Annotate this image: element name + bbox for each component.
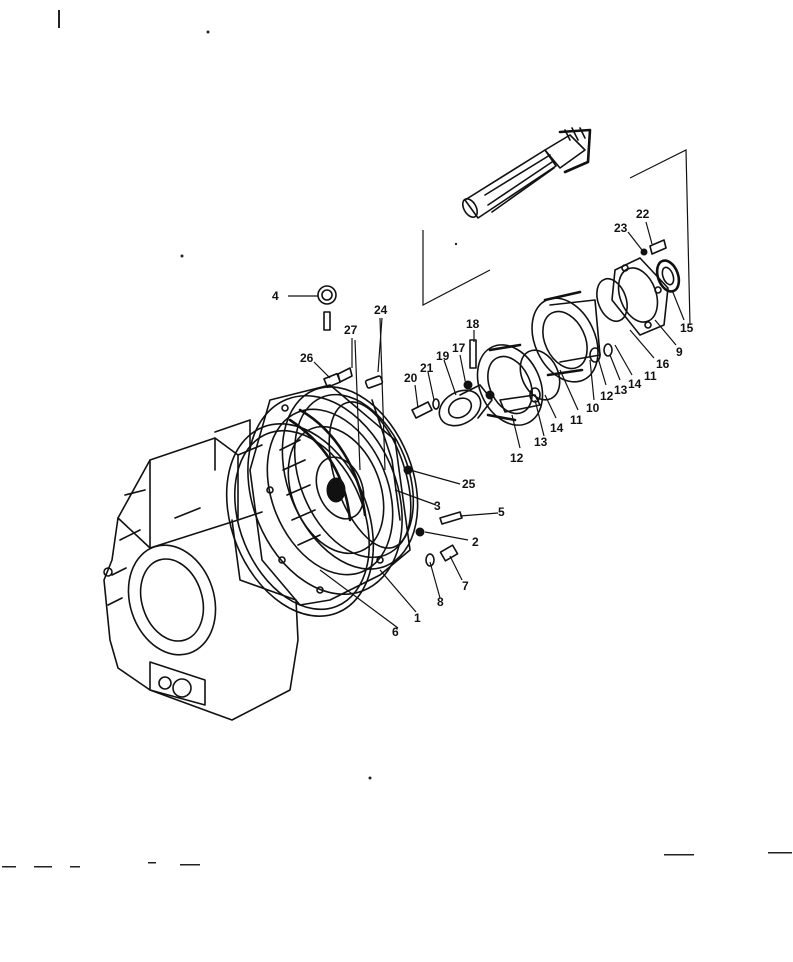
bolt-22: [640, 239, 667, 256]
callout-11-lower: 11: [570, 413, 583, 427]
callout-16: 16: [656, 357, 670, 371]
callout-20: 20: [404, 371, 418, 385]
callout-19: 19: [436, 349, 450, 363]
callout-11-upper: 11: [644, 369, 657, 383]
callout-13-lower: 13: [534, 435, 548, 449]
callout-14-upper: 14: [628, 377, 642, 391]
gear-set-lower: [476, 343, 561, 426]
callout-12-upper: 12: [600, 389, 614, 403]
callout-22: 22: [636, 207, 650, 221]
callout-labels: 4 26 27 24 18 17 19 21 20 25 3 5 2 7 8 1…: [272, 207, 694, 639]
callout-25: 25: [462, 477, 476, 491]
callout-12-lower: 12: [510, 451, 524, 465]
callout-4: 4: [272, 289, 279, 303]
leader-lines: [288, 221, 685, 629]
small-fasteners: [317, 285, 463, 567]
callout-7: 7: [462, 579, 469, 593]
flange-plate: [281, 386, 419, 570]
scan-marks: [2, 10, 792, 868]
pump-housing: [247, 384, 411, 606]
o-ring-large: [328, 401, 412, 549]
callout-15: 15: [680, 321, 694, 335]
callout-5: 5: [498, 505, 505, 519]
callout-2: 2: [472, 535, 479, 549]
callout-27: 27: [344, 323, 358, 337]
callout-13-upper: 13: [614, 383, 628, 397]
callout-23: 23: [614, 221, 628, 235]
callout-3: 3: [434, 499, 441, 513]
splined-shaft: [461, 127, 592, 219]
callout-10: 10: [586, 401, 600, 415]
oil-seal: [655, 259, 681, 293]
shaft-bracket-lines: [422, 149, 691, 326]
callout-18: 18: [466, 317, 480, 331]
callout-6: 6: [392, 625, 399, 639]
callout-21: 21: [420, 361, 434, 375]
callout-14-lower: 14: [550, 421, 564, 435]
callout-17: 17: [452, 341, 466, 355]
callout-8: 8: [437, 595, 444, 609]
callout-9: 9: [676, 345, 683, 359]
transmission-case: [103, 419, 299, 721]
gear-set-upper: [531, 290, 613, 383]
end-cover: [596, 257, 669, 336]
callout-26: 26: [300, 351, 314, 365]
callout-24: 24: [374, 303, 388, 317]
callout-1: 1: [414, 611, 421, 625]
